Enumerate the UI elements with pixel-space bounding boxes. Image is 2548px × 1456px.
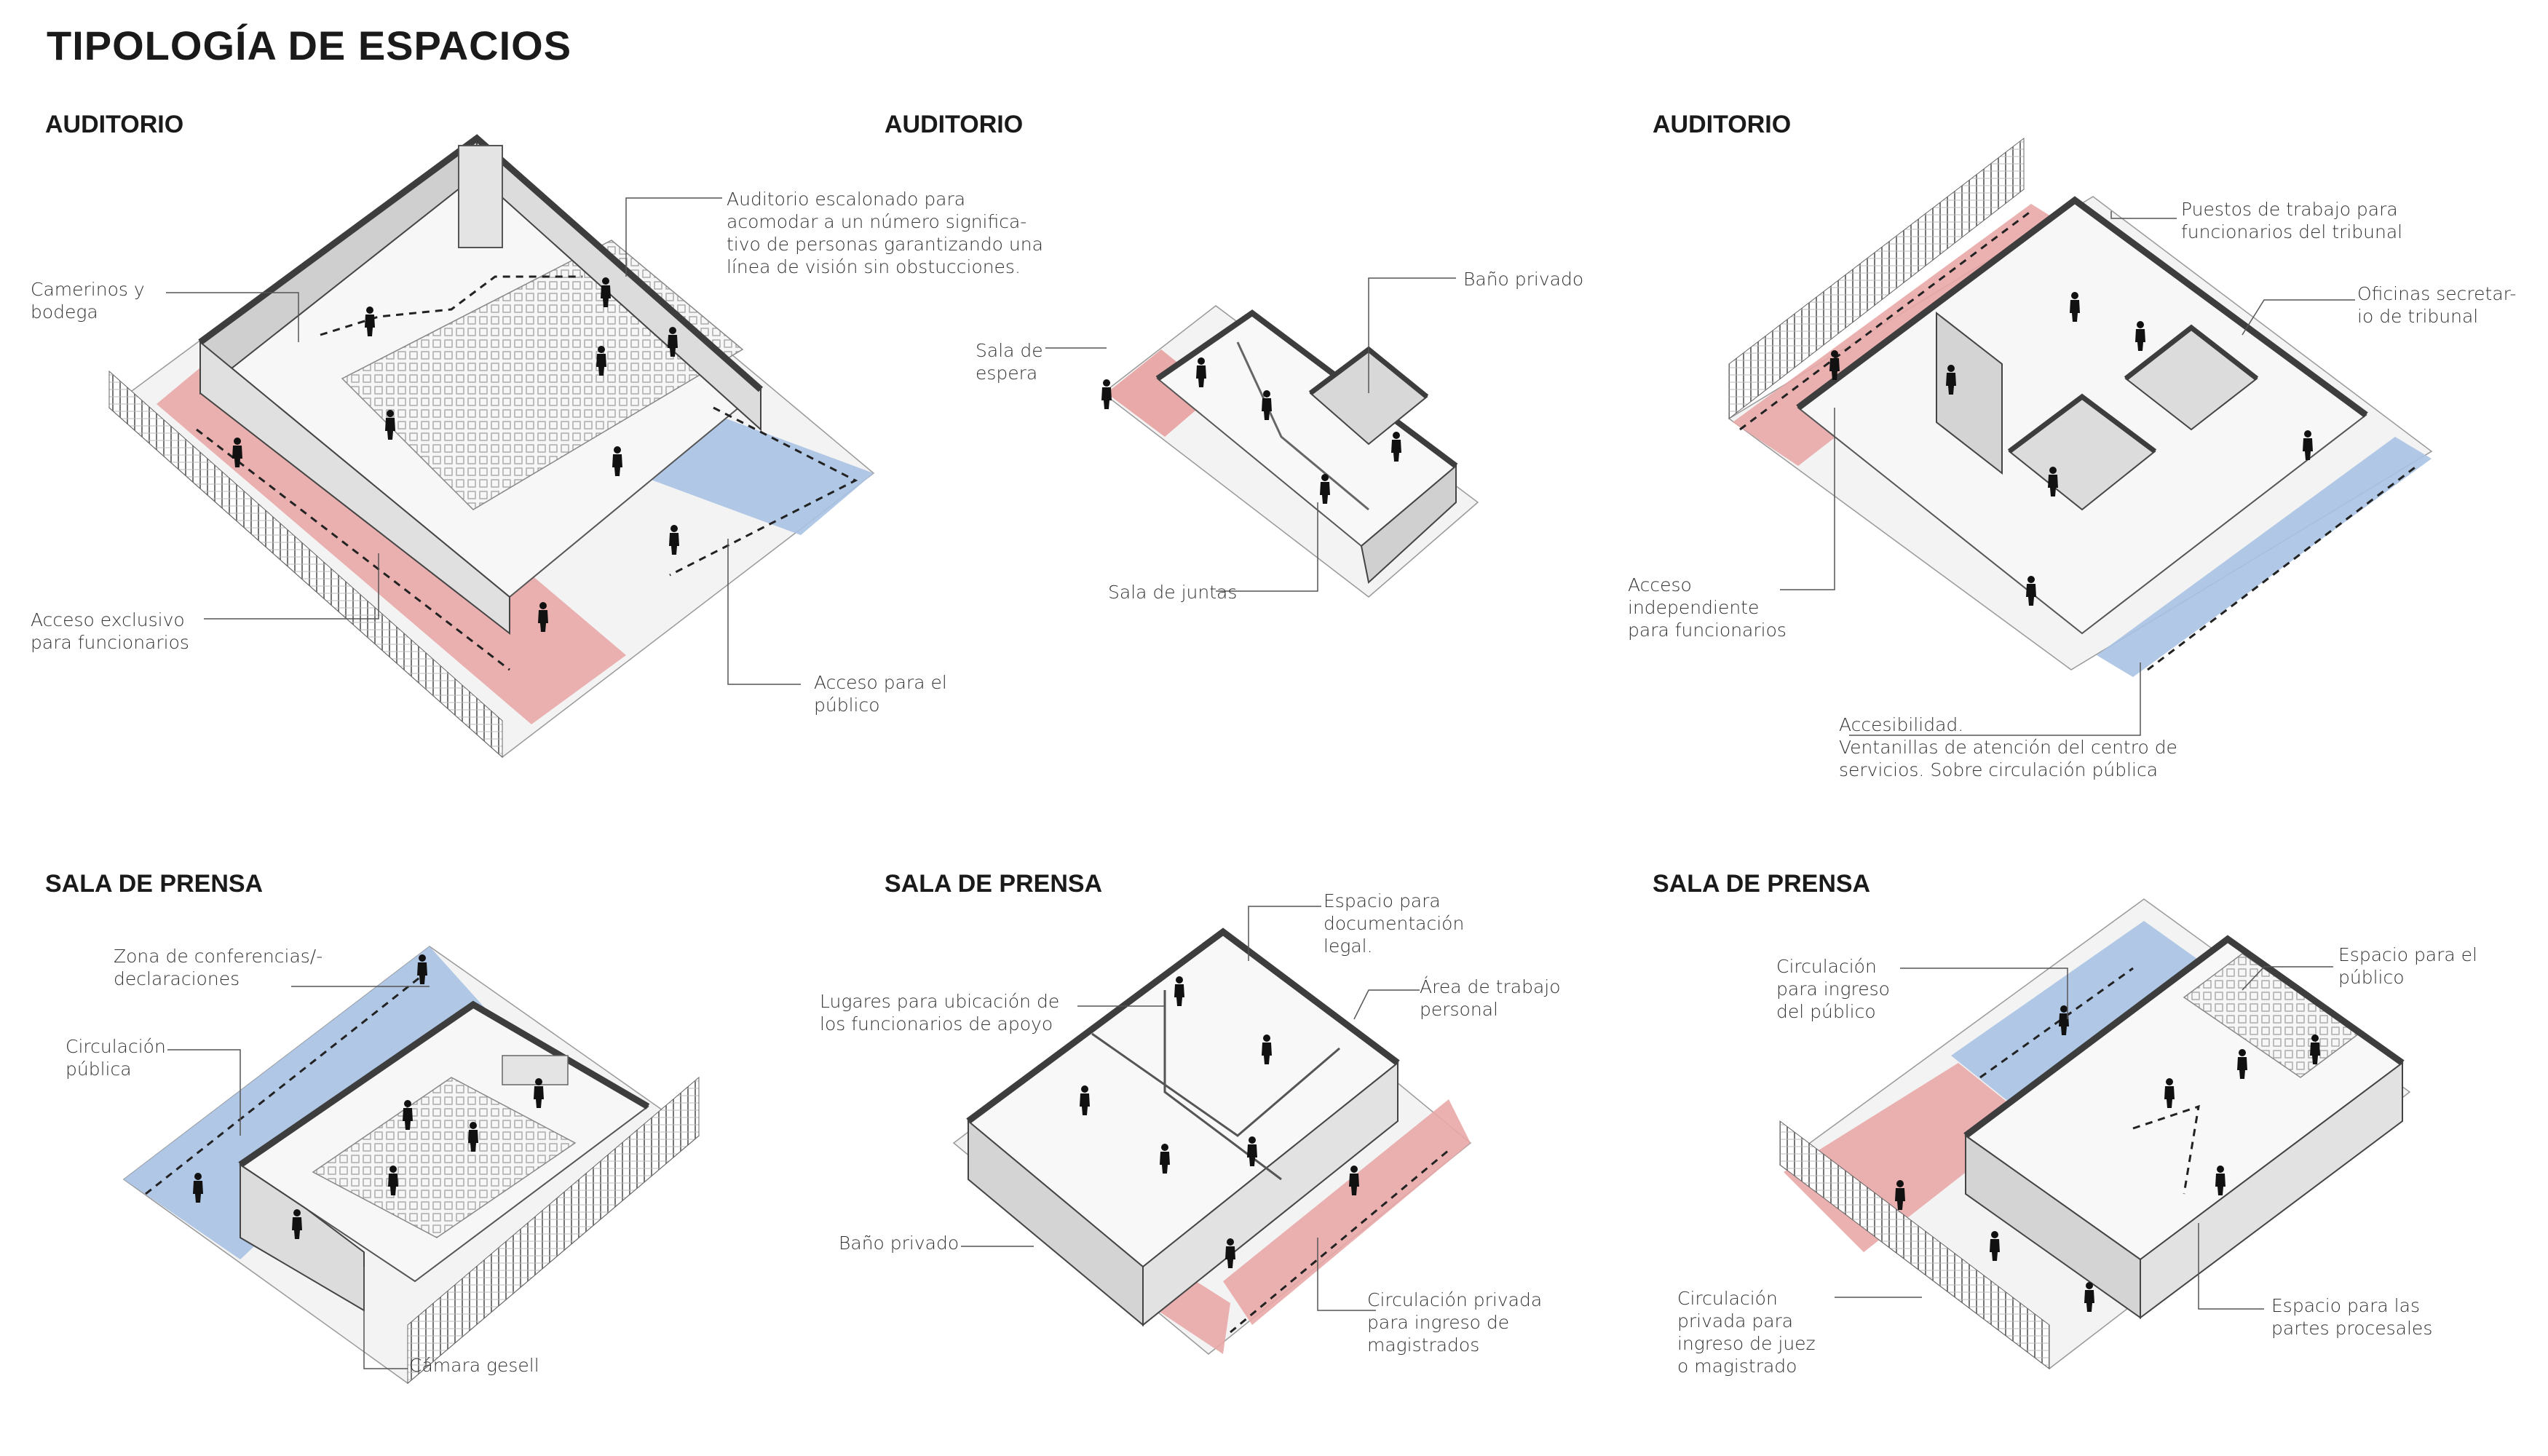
panel-1-drawing	[108, 134, 875, 759]
label-sala-juntas: Sala de juntas	[1108, 582, 1238, 603]
panel-2-drawing	[1045, 277, 1479, 598]
panel-6-drawing	[1779, 898, 2411, 1370]
label-bano-privado: Baño privado	[1463, 269, 1584, 290]
panel-4-heading: SALA DE PRENSA	[45, 870, 264, 898]
private-circulation-zone	[1223, 1099, 1471, 1325]
panel-3-heading: AUDITORIO	[1653, 111, 1792, 138]
label-zona-conferencias: Zona de conferencias/-declaraciones	[114, 946, 323, 989]
panel-6-heading: SALA DE PRENSA	[1653, 870, 1871, 898]
panel-3-drawing	[1728, 137, 2433, 736]
panel-4-drawing	[122, 946, 700, 1385]
public-circulation-zone	[124, 946, 495, 1259]
panel-1-heading: AUDITORIO	[45, 111, 184, 138]
public-circulation-zone	[1951, 921, 2220, 1114]
louver-screen	[1728, 137, 2025, 420]
public-circulation-zone	[2097, 437, 2432, 677]
label-accesibilidad: Accesibilidad.Ventanillas de atención de…	[1839, 714, 2177, 780]
page-title: TIPOLOGÍA DE ESPACIOS	[47, 23, 572, 68]
label-camara-gesell: Cámara gesell	[409, 1355, 539, 1376]
panel-5-heading: SALA DE PRENSA	[885, 870, 1103, 898]
panel-2-heading: AUDITORIO	[885, 111, 1024, 138]
louver-screen	[1779, 1120, 2050, 1370]
louver-screen	[407, 1076, 700, 1385]
label-oficinas-secretario: Oficinas secretar-io de tribunal	[2357, 283, 2517, 327]
panel-5-drawing	[952, 906, 1472, 1355]
louver-screen	[108, 370, 503, 759]
label-bano-privado-2: Baño privado	[839, 1233, 960, 1254]
